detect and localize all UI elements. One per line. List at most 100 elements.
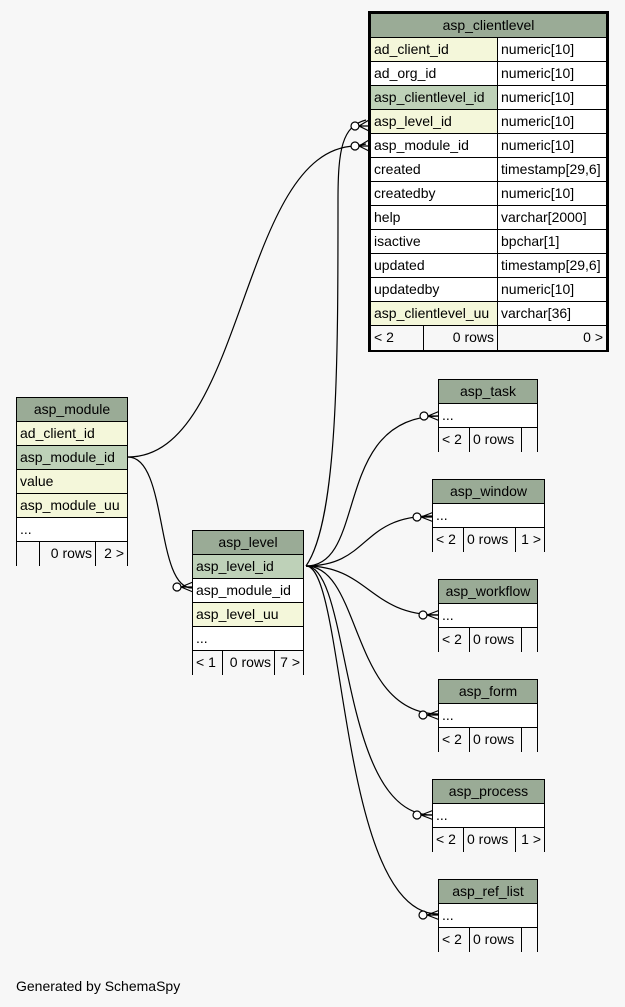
connector-level-to-form: [305, 565, 439, 715]
crowfoot-icon: [420, 511, 435, 523]
table-row: asp_clientlevel_uu varchar[36]: [371, 302, 606, 326]
table-title[interactable]: asp_workflow: [439, 580, 537, 604]
connector-end-circle: [418, 610, 428, 620]
table-row: ad_client_id numeric[10]: [371, 38, 606, 62]
table-row: updatedby numeric[10]: [371, 278, 606, 302]
table-title[interactable]: asp_form: [439, 680, 537, 704]
table-asp-workflow[interactable]: asp_workflow ... < 2 0 rows: [438, 579, 538, 652]
column-name: ...: [436, 507, 448, 523]
connector-end-circle: [350, 121, 360, 131]
crowfoot-icon: [420, 809, 435, 821]
column-name: asp_level_uu: [193, 603, 303, 626]
column-type: numeric[10]: [497, 134, 606, 157]
children-count[interactable]: 7 >: [274, 651, 303, 675]
column-type: numeric[10]: [497, 62, 606, 85]
column-name: ...: [442, 707, 454, 723]
table-footer: < 2 0 rows: [439, 628, 537, 652]
children-count[interactable]: 0 >: [497, 326, 606, 350]
table-title[interactable]: asp_ref_list: [439, 880, 537, 904]
children-count[interactable]: 2 >: [95, 542, 127, 566]
table-asp-level[interactable]: asp_level asp_level_id asp_module_id asp…: [192, 530, 304, 675]
column-name: isactive: [374, 233, 421, 249]
connector-level-to-clientlevel-level: [305, 119, 367, 567]
column-name: asp_level_id: [193, 555, 303, 578]
table-row: createdby numeric[10]: [371, 182, 606, 206]
parents-count[interactable]: < 2: [442, 431, 462, 447]
table-row: asp_clientlevel_id numeric[10]: [371, 86, 606, 110]
column-type: numeric[10]: [497, 38, 606, 61]
children-count[interactable]: 1 >: [515, 528, 544, 552]
connector-level-to-workflow: [305, 565, 439, 616]
column-name: ...: [442, 607, 454, 623]
table-title[interactable]: asp_window: [433, 480, 544, 504]
table-row: updated timestamp[29,6]: [371, 254, 606, 278]
table-footer: < 2 0 rows 1 >: [433, 528, 544, 552]
table-asp-form[interactable]: asp_form ... < 2 0 rows: [438, 679, 538, 752]
table-row: ...: [439, 404, 537, 428]
column-name: createdby: [374, 185, 436, 201]
column-type: timestamp[29,6]: [497, 254, 606, 277]
table-title[interactable]: asp_clientlevel: [371, 14, 606, 38]
table-row: asp_module_id: [17, 446, 127, 470]
connector-end-circle: [350, 141, 360, 151]
connector-level-to-window: [305, 515, 433, 567]
table-asp-module[interactable]: asp_module ad_client_id asp_module_id va…: [16, 397, 128, 566]
column-name: ...: [196, 630, 208, 646]
table-title[interactable]: asp_process: [433, 780, 544, 804]
children-count[interactable]: [521, 928, 537, 952]
column-type: varchar[36]: [497, 302, 606, 325]
table-title[interactable]: asp_level: [193, 531, 303, 555]
table-title[interactable]: asp_task: [439, 380, 537, 404]
crowfoot-icon: [426, 909, 441, 921]
column-name: ...: [436, 807, 448, 823]
children-count[interactable]: [521, 728, 537, 752]
children-count[interactable]: [521, 428, 537, 452]
column-type: numeric[10]: [497, 86, 606, 109]
table-row: ...: [433, 504, 544, 528]
column-name: ad_client_id: [17, 422, 127, 445]
crowfoot-icon: [426, 709, 441, 721]
connector-level-to-task: [305, 415, 439, 567]
table-title[interactable]: asp_module: [17, 398, 127, 422]
row-count: 0 rows: [469, 628, 521, 652]
parents-count[interactable]: < 2: [442, 931, 462, 947]
children-count[interactable]: [521, 628, 537, 652]
table-footer: < 2 0 rows: [439, 728, 537, 752]
table-row: asp_level_id numeric[10]: [371, 110, 606, 134]
row-count: 0 rows: [463, 828, 515, 852]
table-asp-ref-list[interactable]: asp_ref_list ... < 2 0 rows: [438, 879, 538, 952]
connector-end-circle: [172, 582, 182, 592]
row-count: 0 rows: [222, 651, 274, 675]
connector-module-to-clientlevel-module: [127, 143, 367, 458]
connector-end-circle: [412, 810, 422, 820]
column-type: numeric[10]: [497, 110, 606, 133]
row-count: 0 rows: [469, 428, 521, 452]
table-row: ...: [17, 518, 127, 542]
parents-count[interactable]: < 2: [442, 731, 462, 747]
row-count: 0 rows: [469, 728, 521, 752]
parents-count[interactable]: [17, 542, 39, 566]
crowfoot-icon: [426, 609, 441, 621]
children-count[interactable]: 1 >: [515, 828, 544, 852]
connector-end-circle: [418, 910, 428, 920]
column-name: updatedby: [374, 281, 440, 297]
parents-count[interactable]: < 2: [436, 831, 456, 847]
table-row: ...: [433, 804, 544, 828]
table-asp-clientlevel[interactable]: asp_clientlevel ad_client_id numeric[10]…: [368, 11, 609, 352]
table-row: isactive bpchar[1]: [371, 230, 606, 254]
parents-count[interactable]: < 2: [436, 531, 456, 547]
table-footer: 0 rows 2 >: [17, 542, 127, 566]
parents-count[interactable]: < 2: [442, 631, 462, 647]
table-row: ...: [193, 627, 303, 651]
table-asp-window[interactable]: asp_window ... < 2 0 rows 1 >: [432, 479, 545, 552]
table-asp-task[interactable]: asp_task ... < 2 0 rows: [438, 379, 538, 452]
column-type: numeric[10]: [497, 182, 606, 205]
table-asp-process[interactable]: asp_process ... < 2 0 rows 1 >: [432, 779, 545, 852]
parents-count[interactable]: < 2: [374, 329, 394, 345]
row-count: 0 rows: [469, 928, 521, 952]
connector-end-circle: [419, 411, 429, 421]
table-row: ad_org_id numeric[10]: [371, 62, 606, 86]
parents-count[interactable]: < 1: [196, 654, 216, 670]
row-count: 0 rows: [423, 326, 497, 350]
